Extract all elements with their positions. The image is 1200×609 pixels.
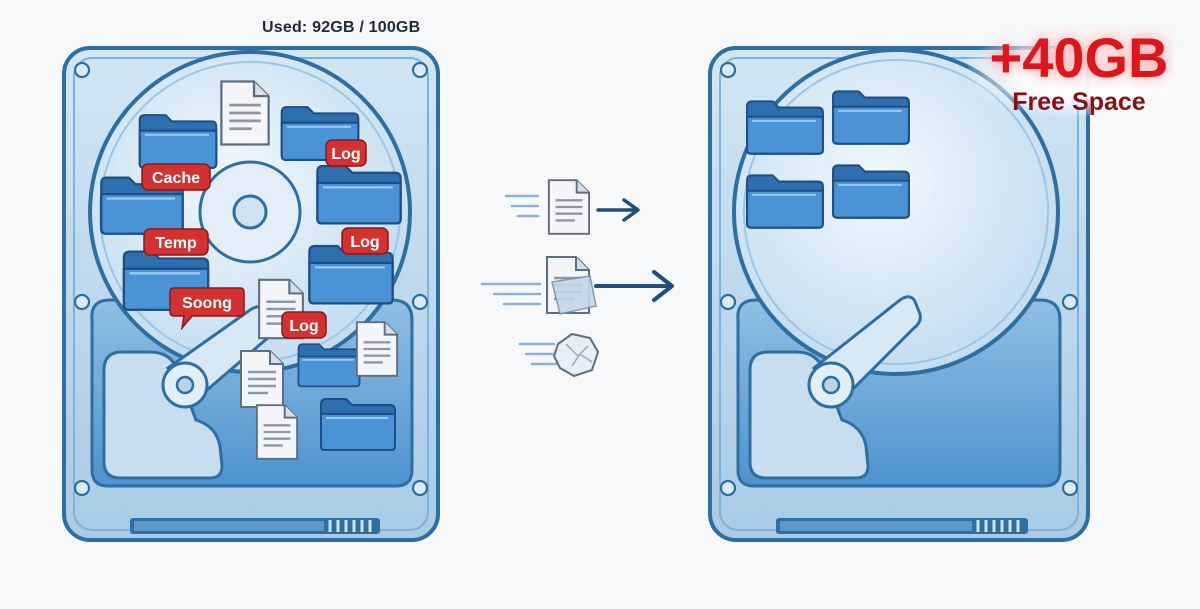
folder-icon xyxy=(138,114,218,169)
tag-log: Log xyxy=(341,227,389,255)
document-icon xyxy=(255,404,299,460)
crumpled-paper-icon xyxy=(552,332,600,378)
folder-icon xyxy=(316,164,402,225)
arrow-right-icon xyxy=(594,270,674,302)
document-icon xyxy=(355,320,399,378)
motion-lines xyxy=(480,194,558,366)
document-icon xyxy=(239,349,285,409)
svg-text:Log: Log xyxy=(350,234,379,251)
free-space-caption: Free Space xyxy=(1012,88,1146,116)
cluttered-drive: Cache Log Temp Log Soong Log xyxy=(62,46,440,542)
free-space-callout: +40GB Free Space xyxy=(968,28,1190,116)
free-space-amount: +40GB xyxy=(989,26,1169,89)
document-icon xyxy=(545,255,597,315)
svg-text:Log: Log xyxy=(289,318,318,335)
tag-soong: Soong xyxy=(169,287,245,331)
document-icon xyxy=(220,80,270,146)
tag-log: Log xyxy=(281,311,327,339)
folder-icon xyxy=(832,90,910,145)
cleanup-flow xyxy=(480,178,674,378)
folder-icon xyxy=(746,174,824,229)
arrow-right-icon xyxy=(596,198,640,222)
svg-text:Temp: Temp xyxy=(155,235,197,252)
tag-temp: Temp xyxy=(143,228,209,256)
usage-label: Used: 92GB / 100GB xyxy=(262,19,421,36)
document-icon xyxy=(547,178,591,236)
svg-text:Log: Log xyxy=(331,146,360,163)
folder-icon xyxy=(746,100,824,155)
folder-icon xyxy=(832,164,910,219)
cleaned-drive xyxy=(708,46,1090,542)
svg-text:Cache: Cache xyxy=(152,170,200,187)
svg-text:Soong: Soong xyxy=(182,295,232,312)
tag-log: Log xyxy=(325,139,367,167)
folder-icon xyxy=(297,343,361,388)
folder-icon xyxy=(320,398,396,451)
tag-cache: Cache xyxy=(141,163,211,191)
